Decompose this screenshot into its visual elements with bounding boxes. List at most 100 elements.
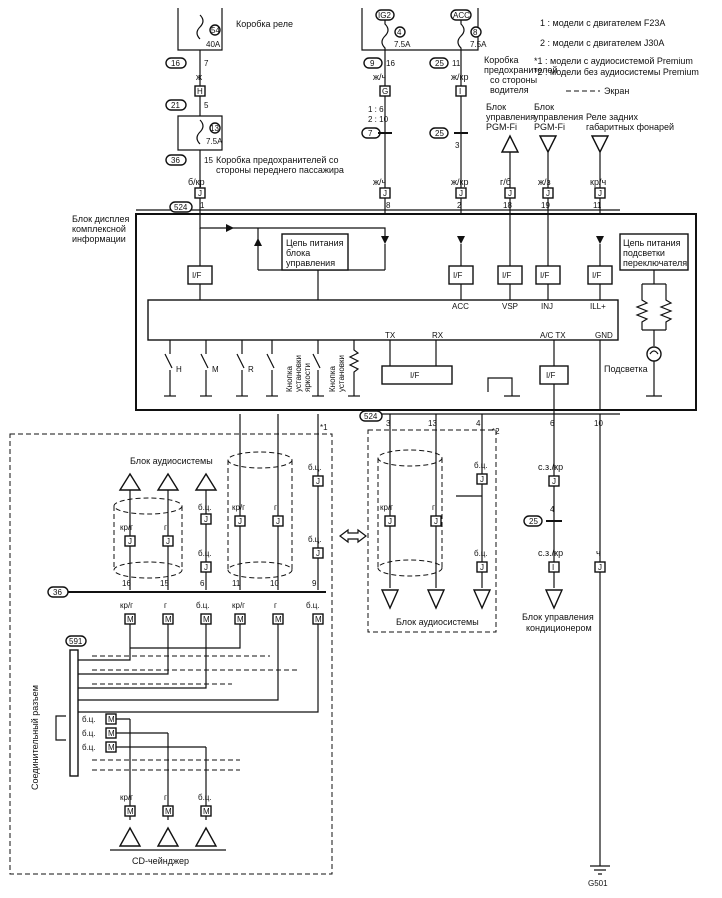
pin-M-8-label: M xyxy=(108,729,115,738)
pin-5: 5 xyxy=(204,101,209,110)
fuse-54-label: 54 xyxy=(211,26,220,35)
pin-J-8-label: J xyxy=(434,517,438,526)
connector-21-label: 21 xyxy=(171,101,180,110)
ig2-label: IG2 xyxy=(378,11,391,20)
connector-524 xyxy=(169,201,193,213)
pin-J-2-label: J xyxy=(383,189,387,198)
wire-color-ch: ч xyxy=(596,548,601,558)
driver-box-label-1: Коробка xyxy=(484,55,519,65)
pin-M-11 xyxy=(162,805,174,817)
pin-J-3-label: J xyxy=(459,189,463,198)
ac-label-1: Блок управления xyxy=(522,612,594,622)
connector-36 xyxy=(165,154,187,166)
connector-524b-label: 524 xyxy=(364,412,378,421)
g-label-f: г xyxy=(164,793,167,802)
wire-sz1: с.з./кр xyxy=(538,462,563,472)
fuse-4-rating: 7.5A xyxy=(394,40,411,49)
pin-J-4-label: J xyxy=(508,189,512,198)
wire-color-zhch-1: ж/ч xyxy=(373,72,387,82)
jw3 xyxy=(78,624,207,689)
legend-item-5: Экран xyxy=(604,86,629,96)
wire-color-zhkr-2: ж/кр xyxy=(451,177,468,187)
connector-9-label: 9 xyxy=(370,59,375,68)
jw6 xyxy=(78,624,319,713)
pin-J-8 xyxy=(430,515,442,527)
bc-label-l: б.ц. xyxy=(198,793,212,802)
bc-label-b: б.ц. xyxy=(474,549,488,558)
if-box-1-label: I/F xyxy=(192,271,201,280)
pin-J-1 xyxy=(194,187,206,199)
ground-g501-symbol xyxy=(590,865,610,875)
if-box-acc-label: I/F xyxy=(453,271,462,280)
connector-9 xyxy=(363,57,383,69)
pin-J-9-label: J xyxy=(480,475,484,484)
knob1-label-1: Кнопка xyxy=(285,365,294,392)
diode-3 xyxy=(381,236,389,244)
jw5 xyxy=(78,624,279,701)
switch-m xyxy=(200,340,209,396)
bc-label-k: б.ц. xyxy=(82,743,96,752)
connector-25b xyxy=(429,127,449,139)
g-label-a: г xyxy=(432,503,435,512)
cpu-acc: ACC xyxy=(452,302,469,311)
cpu-vsp: VSP xyxy=(502,302,518,311)
power-rail xyxy=(199,214,386,240)
pin-b3: 3 xyxy=(386,419,391,428)
legend-item-2: 2 : модели с двигателем J30A xyxy=(540,38,664,48)
driver-box-label-2: предохранителей xyxy=(484,65,557,75)
pin-J-20 xyxy=(312,547,324,559)
g-label-e: г xyxy=(274,601,277,610)
pin-J-14-label: J xyxy=(166,537,170,546)
knob1-label-2: установки xyxy=(294,355,303,392)
pin-d9: 9 xyxy=(312,579,317,588)
cpu-actx: A/C TX xyxy=(540,331,566,340)
pin-J-18-label: J xyxy=(276,517,280,526)
krg-label-a: кр/г xyxy=(380,503,393,512)
joint-shields xyxy=(92,655,300,685)
connector-25c xyxy=(523,515,543,527)
connector-36b-label: 36 xyxy=(53,588,62,597)
wire-color-zhz: ж/з xyxy=(538,177,551,187)
jw2 xyxy=(78,624,169,675)
pin-d16: 16 xyxy=(122,579,131,588)
pin-J-12-label: J xyxy=(598,563,602,572)
legend-item-3: *1 : модели с аудиосистемой Premium xyxy=(534,56,693,66)
backlight-lamp xyxy=(646,346,662,362)
if-box-inj-label: I/F xyxy=(540,271,549,280)
pin-J-12 xyxy=(594,561,606,573)
pin-M-5-label: M xyxy=(275,615,282,624)
pin-J-7 xyxy=(384,515,396,527)
fuse-40a-rating: 40A xyxy=(206,40,221,49)
audio-arrow-1 xyxy=(380,589,400,610)
backlight-circuit-2: подсветки xyxy=(623,248,665,258)
connector-591-label: 591 xyxy=(69,637,83,646)
pin-M-2-label: M xyxy=(165,615,172,624)
bc-label-i: б.ц. xyxy=(82,715,96,724)
passenger-box-label-2: стороны переднего пассажира xyxy=(216,165,344,175)
power-circuit-2: блока xyxy=(286,248,310,258)
knob2-label-1: Кнопка xyxy=(328,365,337,392)
jw1 xyxy=(78,624,131,661)
pin-M-7-label: M xyxy=(108,715,115,724)
cpu-gnd: GND xyxy=(595,331,613,340)
pin-1-6: 1 : 6 xyxy=(368,105,384,114)
bc-label-h: б.ц. xyxy=(306,601,320,610)
pin-7: 7 xyxy=(204,59,209,68)
pin-J-11 xyxy=(548,475,560,487)
krg-label-d: кр/г xyxy=(120,601,133,610)
pgm2-label-1: Блок xyxy=(534,102,554,112)
pin-M-9-label: M xyxy=(108,743,115,752)
pin-J-6-label: J xyxy=(598,189,602,198)
pin-M-10 xyxy=(124,805,136,817)
audio-box-no-premium xyxy=(367,429,497,633)
pin-b4: 4 xyxy=(476,419,481,428)
pin-J-6 xyxy=(594,187,606,199)
pin-M-12 xyxy=(200,805,212,817)
cpu-inj: INJ xyxy=(541,302,553,311)
pin-2-10: 2 : 10 xyxy=(368,115,389,124)
connector-524-label: 524 xyxy=(174,203,188,212)
pin-M-11-label: M xyxy=(165,807,172,816)
audio-arrow-2 xyxy=(426,589,446,610)
pin-J-16-label: J xyxy=(204,563,208,572)
pin-J-5 xyxy=(542,187,554,199)
